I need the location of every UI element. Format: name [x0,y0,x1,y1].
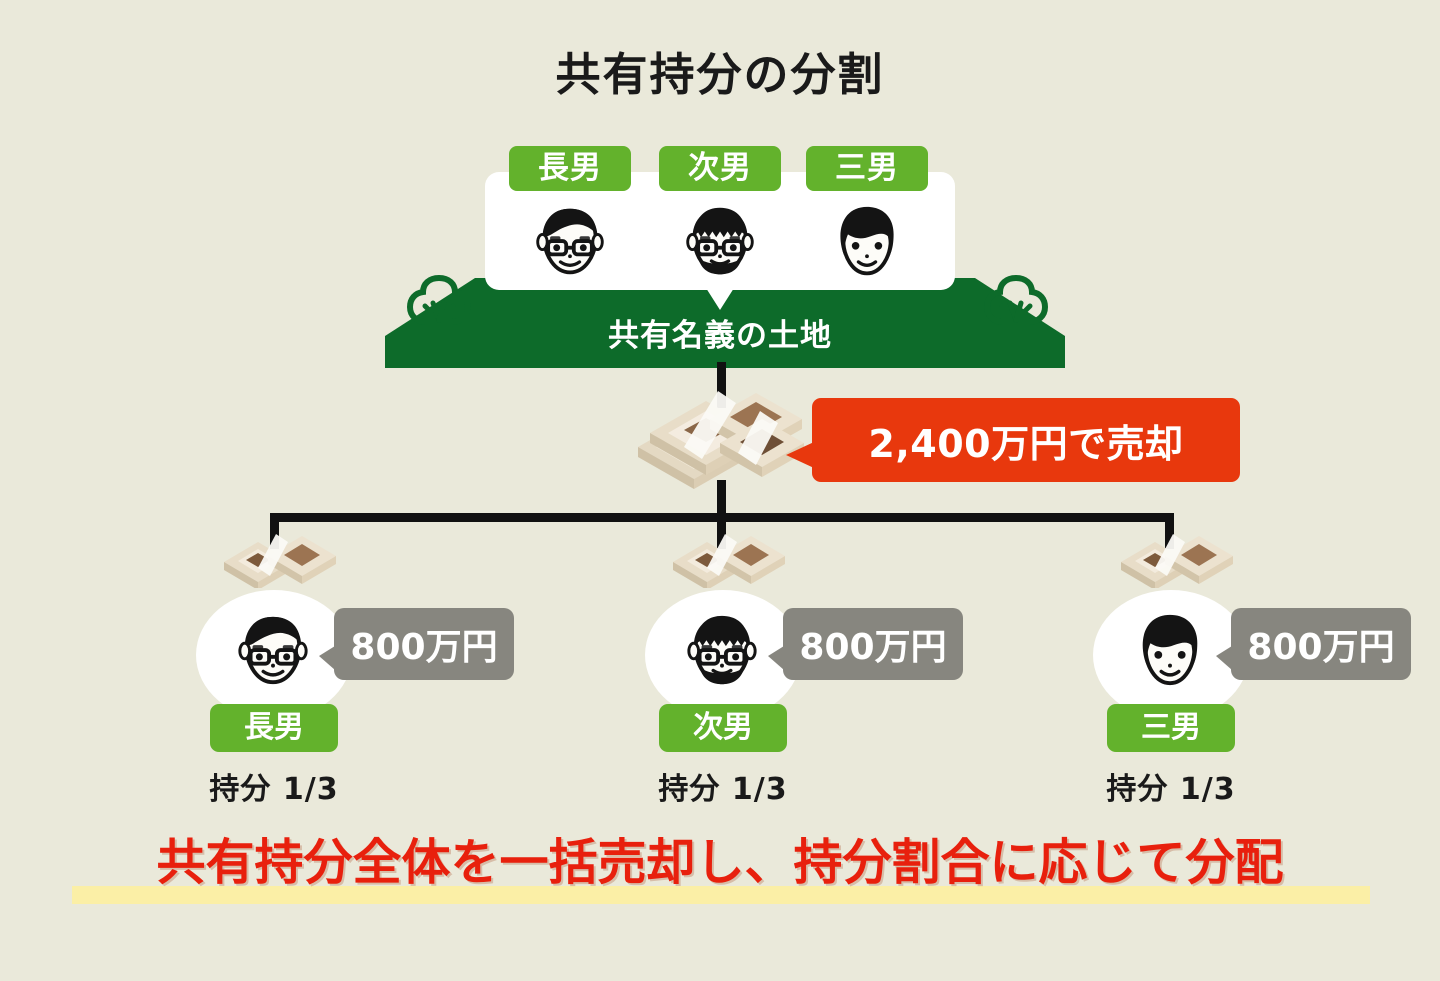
heir-share-text: 持分 1/3 [209,772,339,807]
connector-branch-right [1165,513,1174,549]
sale-price-banner: 2,400万円で売却 [786,398,1240,482]
money-bundle-stack-icon [638,391,804,489]
member-chip-eldest[interactable]: 長男 [509,146,631,191]
connector-land-to-money [717,362,726,408]
man-glasses-beard-icon [686,207,754,275]
man-glasses-short-hair-icon [238,616,308,685]
heir-label-chip[interactable]: 長男 [210,704,338,752]
conclusion-text: 共有持分全体を一括売却し、持分割合に応じて分配 [156,834,1284,891]
tree-icon [983,274,1049,358]
heir-share-text: 持分 1/3 [1106,772,1236,807]
money-bundle-icon [673,534,785,588]
heir-amount-bubble: 800万円 [1216,608,1411,680]
money-bundle-icon [224,534,336,588]
member-chip-second[interactable]: 次男 [659,146,781,191]
man-long-hair-icon [1142,614,1198,686]
connector-money-down [717,480,726,520]
highlight-underline [72,886,1370,904]
connector-branch-center [717,513,726,549]
land-label: 共有名義の土地 [608,318,832,354]
heir-amount-text: 800万円 [1247,627,1395,668]
man-glasses-beard-icon [687,615,757,685]
man-long-hair-icon [840,206,894,276]
money-bundle-icon [1121,534,1233,588]
conclusion-section: 共有持分全体を一括売却し、持分割合に応じて分配 [0,828,1440,918]
connector-branch-left [270,513,279,549]
sale-price-text: 2,400万円で売却 [868,421,1184,466]
tree-icon [406,274,472,358]
heir-amount-text: 800万円 [350,627,498,668]
heir-amount-text: 800万円 [799,627,947,668]
member-chip-third[interactable]: 三男 [806,146,928,191]
page-title: 共有持分の分割 [555,48,885,101]
heir-amount-bubble: 800万円 [768,608,963,680]
heir-share-text: 持分 1/3 [658,772,788,807]
man-glasses-short-hair-icon [536,208,604,275]
land-shape [385,278,1065,368]
heir-amount-bubble: 800万円 [319,608,514,680]
heir-label-chip[interactable]: 三男 [1107,704,1235,752]
heir-label-chip[interactable]: 次男 [659,704,787,752]
